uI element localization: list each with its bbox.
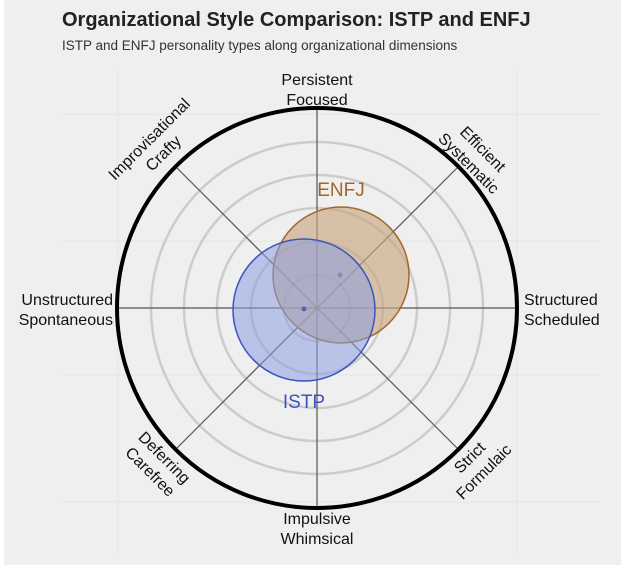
svg-text:Whimsical: Whimsical [281,531,354,548]
axis-label-left: Unstructured Spontaneous [19,292,113,329]
svg-text:Spontaneous: Spontaneous [19,312,113,329]
svg-text:Persistent: Persistent [281,72,353,89]
istp-label: ISTP [283,392,325,413]
axis-label-bottom-left: Deferring Carefree [122,429,193,501]
axis-label-bottom-right: Strict Formulaic [451,439,515,503]
chart-title: Organizational Style Comparison: ISTP an… [62,9,531,31]
axis-label-right: Structured Scheduled [524,292,600,329]
svg-text:Unstructured: Unstructured [21,292,113,309]
svg-text:Impulsive: Impulsive [283,511,351,528]
axis-label-top-left: Improvisational Crafty [106,96,194,184]
svg-text:Focused: Focused [286,92,347,109]
axis-label-top: Persistent Focused [281,72,353,109]
svg-text:Structured: Structured [524,292,598,309]
chart-subtitle: ISTP and ENFJ personality types along or… [62,38,458,53]
axis-label-bottom: Impulsive Whimsical [281,511,354,548]
istp-bubble [232,238,376,382]
istp-center-dot [301,306,307,312]
outer-ring [115,106,519,510]
svg-text:Scheduled: Scheduled [524,312,600,329]
enfj-label: ENFJ [317,180,365,201]
